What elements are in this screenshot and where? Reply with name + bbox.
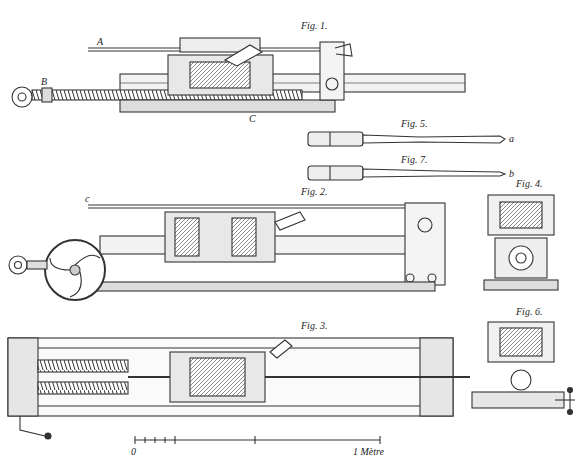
figure-title: Fig. 5. — [400, 118, 428, 129]
fig7-tool — [308, 166, 505, 180]
callout-letter: a — [508, 133, 515, 144]
fig3-plan — [8, 338, 470, 439]
figure-title: Fig. 4. — [515, 178, 543, 189]
callout-letter: C — [248, 113, 257, 124]
fig5-tool — [308, 132, 505, 146]
callout-letter: 0 — [130, 446, 137, 457]
figure-title: Fig. 3. — [300, 320, 328, 331]
callout-letter: A — [96, 36, 104, 47]
scale-bar — [135, 436, 380, 444]
callout-letter: 1 Mètre — [352, 446, 385, 457]
figure-title: Fig. 1. — [300, 20, 328, 31]
figure-title: Fig. 6. — [515, 306, 543, 317]
fig2-elevation — [9, 203, 445, 300]
callout-letter: B — [40, 76, 48, 87]
callout-letter: c — [84, 193, 90, 204]
fig1-elevation — [12, 38, 465, 112]
figure-title: Fig. 2. — [300, 186, 328, 197]
fig6-section — [472, 322, 575, 415]
fig4-end-view — [484, 195, 558, 290]
callout-letter: b — [508, 168, 515, 179]
figure-title: Fig. 7. — [400, 154, 428, 165]
